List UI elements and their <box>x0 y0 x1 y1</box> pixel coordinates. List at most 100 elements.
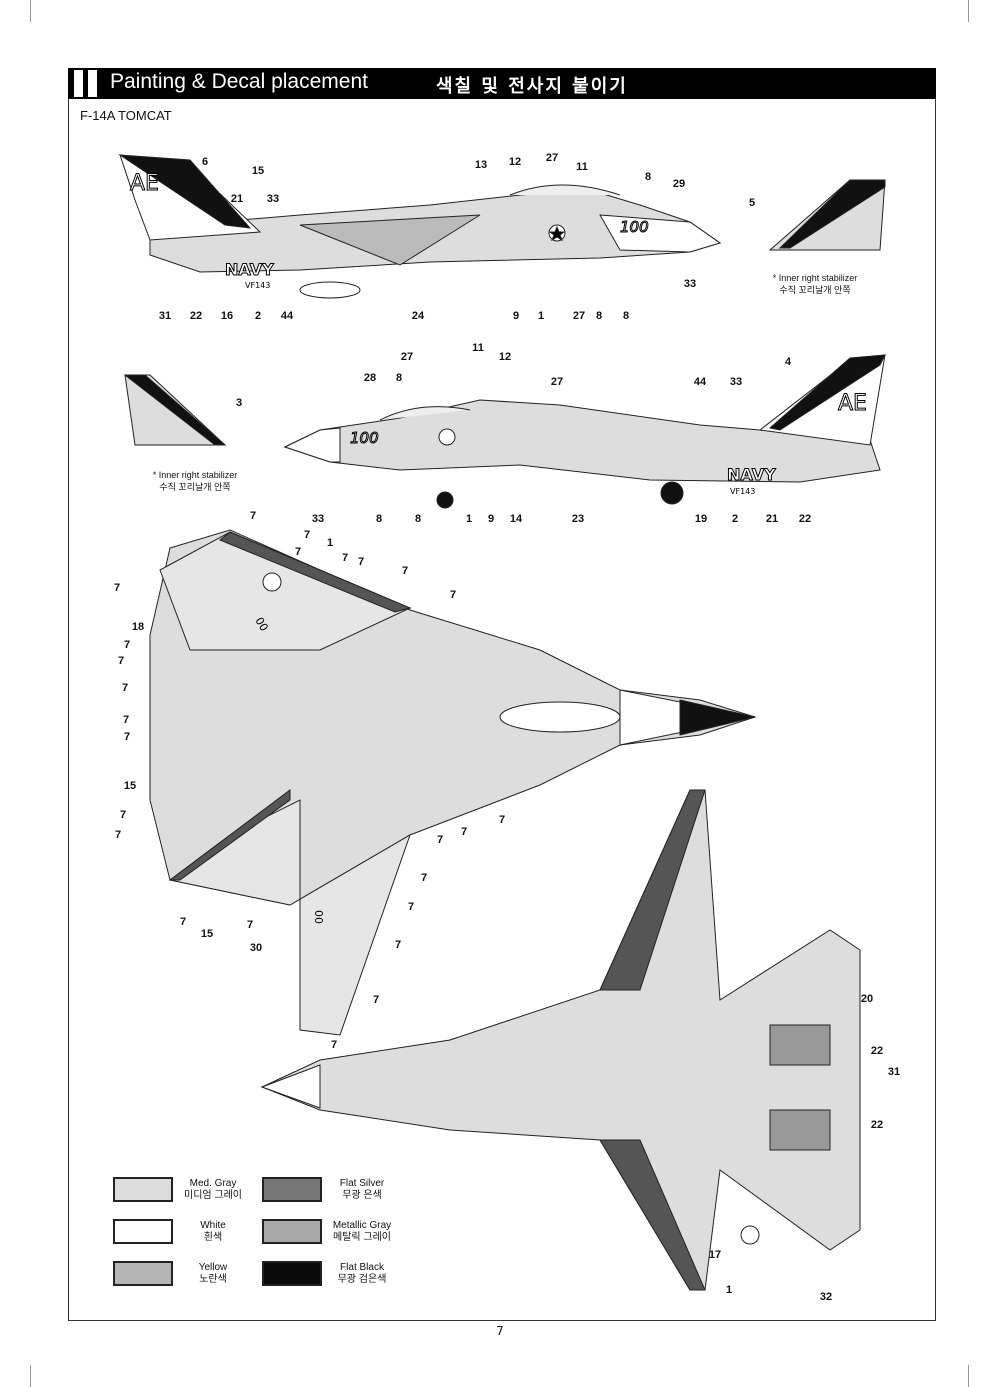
callout-number: 8 <box>644 171 652 183</box>
callout-number: 29 <box>672 178 686 190</box>
callout-number: 7 <box>498 814 506 826</box>
inset-caption-right: * Inner right stabilizer 수직 꼬리날개 안쪽 <box>755 272 875 296</box>
callout-number: 21 <box>230 193 244 205</box>
callout-number: 23 <box>571 513 585 525</box>
callout-number: 7 <box>357 556 365 568</box>
callout-number: 3 <box>235 397 243 409</box>
caption-ko: 수직 꼬리날개 안쪽 <box>159 482 231 492</box>
callout-number: 33 <box>683 278 697 290</box>
callout-number: 2 <box>254 310 262 322</box>
color-name-ko: 무광 검은색 <box>337 1274 387 1285</box>
callout-number: 15 <box>251 165 265 177</box>
callout-number: 7 <box>303 529 311 541</box>
header-bar-decoration <box>88 70 97 97</box>
callout-number: 8 <box>595 310 603 322</box>
color-swatch <box>262 1177 322 1202</box>
callout-number: 31 <box>887 1066 901 1078</box>
callout-number: 27 <box>400 351 414 363</box>
tail-code-marking: AE <box>130 171 159 196</box>
callout-number: 4 <box>784 356 792 368</box>
header-bar-decoration <box>74 70 83 97</box>
callout-number: 44 <box>280 310 294 322</box>
callout-number: 9 <box>487 513 495 525</box>
color-name-ko: 흰색 <box>203 1232 223 1243</box>
side-view-left: AE NAVY VF143 100 <box>118 154 722 299</box>
callout-number: 15 <box>200 928 214 940</box>
callout-number: 12 <box>498 351 512 363</box>
callout-number: 8 <box>414 513 422 525</box>
callout-number: 21 <box>765 513 779 525</box>
callout-number: 7 <box>246 919 254 931</box>
callout-number: 7 <box>407 901 415 913</box>
callout-number: 18 <box>131 621 145 633</box>
callout-number: 7 <box>179 916 187 928</box>
color-name-ko: 노란색 <box>199 1274 227 1285</box>
callout-number: 1 <box>465 513 473 525</box>
callout-number: 7 <box>114 829 122 841</box>
section-header: Painting & Decal placement 색칠 및 전사지 붙이기 <box>68 68 936 99</box>
callout-number: 7 <box>372 994 380 1006</box>
svg-text:AE: AE <box>838 391 867 416</box>
model-name: F-14A TOMCAT <box>80 108 172 123</box>
inset-caption-left: * Inner right stabilizer 수직 꼬리날개 안쪽 <box>135 469 255 493</box>
callout-number: 1 <box>326 537 334 549</box>
callout-number: 22 <box>798 513 812 525</box>
caption-ko: 수직 꼬리날개 안쪽 <box>779 285 851 295</box>
callout-number: 7 <box>401 565 409 577</box>
callout-number: 7 <box>119 809 127 821</box>
callout-number: 7 <box>394 939 402 951</box>
side-view-right: AE NAVY VF143 100 <box>283 354 886 509</box>
color-swatch <box>262 1219 322 1244</box>
color-swatch <box>113 1177 173 1202</box>
color-swatch <box>262 1261 322 1286</box>
page-number: 7 <box>496 1324 504 1338</box>
color-name-en: Metallic Gray <box>332 1220 392 1231</box>
color-name-ko: 메탈릭 그레이 <box>333 1232 391 1243</box>
callout-number: 7 <box>460 826 468 838</box>
callout-number: 19 <box>694 513 708 525</box>
color-swatch <box>113 1219 173 1244</box>
svg-text:00: 00 <box>312 910 325 924</box>
svg-text:00: 00 <box>252 615 270 634</box>
callout-number: 11 <box>472 342 484 354</box>
callout-number: 6 <box>201 156 209 168</box>
svg-text:VF143: VF143 <box>245 281 270 290</box>
bottom-view <box>260 789 861 1291</box>
callout-number: 15 <box>123 780 137 792</box>
svg-text:VF143: VF143 <box>730 487 755 496</box>
callout-number: 7 <box>117 655 125 667</box>
color-name-en: Flat Silver <box>339 1178 385 1189</box>
caption-en: * Inner right stabilizer <box>772 273 858 283</box>
callout-number: 31 <box>158 310 172 322</box>
callout-number: 2 <box>731 513 739 525</box>
section-title-ko: 색칠 및 전사지 붙이기 <box>436 76 628 97</box>
callout-number: 14 <box>509 513 523 525</box>
callout-number: 27 <box>572 310 586 322</box>
callout-number: 9 <box>512 310 520 322</box>
callout-number: 30 <box>249 942 263 954</box>
svg-text:100: 100 <box>350 429 379 447</box>
callout-number: 7 <box>249 510 257 522</box>
callout-number: 7 <box>449 589 457 601</box>
color-name-ko: 무광 은색 <box>342 1190 382 1201</box>
callout-number: 7 <box>123 731 131 743</box>
callout-number: 33 <box>266 193 280 205</box>
callout-number: 17 <box>708 1249 722 1261</box>
callout-number: 22 <box>870 1045 884 1057</box>
callout-number: 13 <box>474 159 488 171</box>
caption-en: * Inner right stabilizer <box>152 470 238 480</box>
callout-number: 7 <box>330 1039 338 1051</box>
callout-number: 32 <box>819 1291 833 1303</box>
color-name-en: White <box>200 1220 226 1231</box>
svg-text:100: 100 <box>620 218 649 236</box>
callout-number: 1 <box>537 310 545 322</box>
callout-number: 7 <box>113 582 121 594</box>
callout-number: 7 <box>420 872 428 884</box>
callout-number: 33 <box>311 513 325 525</box>
callout-number: 7 <box>122 714 130 726</box>
